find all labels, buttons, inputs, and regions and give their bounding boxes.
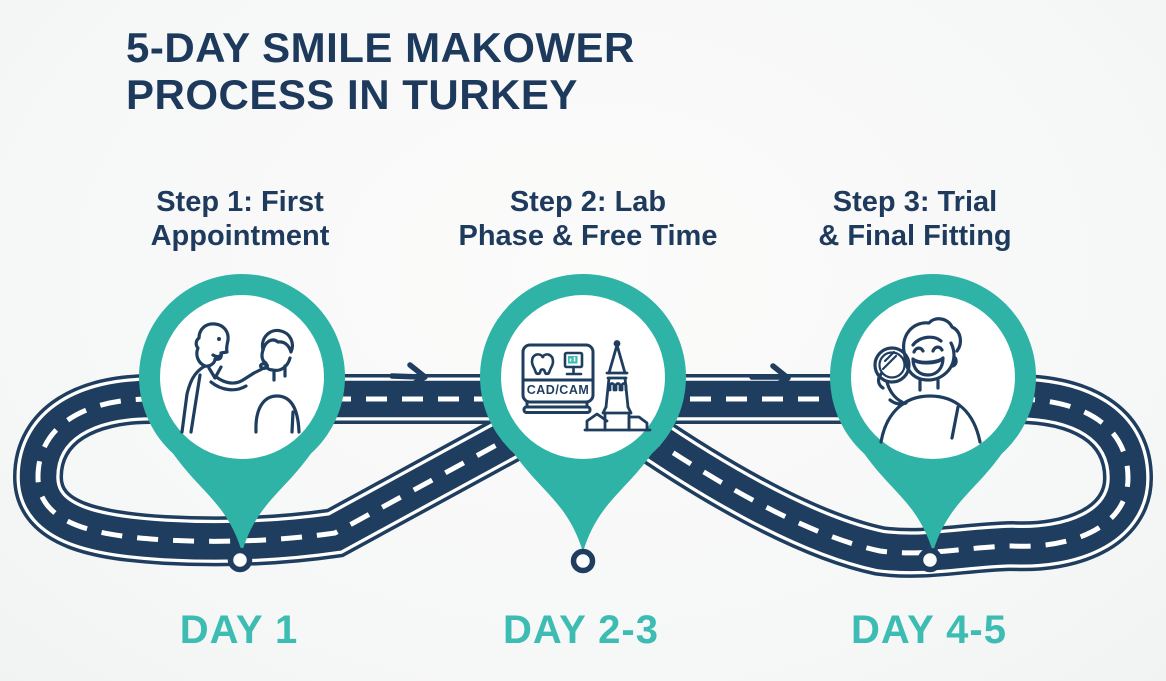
day-2-label: DAY 2-3 (503, 608, 659, 652)
page-title: 5-DAY SMILE MAKOWER PROCESS IN TURKEY (126, 24, 635, 118)
step-2-line-2: Phase & Free Time (458, 220, 718, 252)
step-1-line-2: Appointment (150, 220, 330, 252)
step-3-line-2: & Final Fitting (818, 220, 1012, 252)
cadcam-label: CAD/CAM (527, 383, 590, 397)
road-direction-arrow-left (389, 362, 428, 390)
step-1-line-1: Step 1: First (156, 186, 324, 218)
step-3-line-1: Step 3: Trial (832, 186, 998, 218)
hand-mirror (873, 346, 911, 384)
title-line-2: PROCESS IN TURKEY (126, 71, 578, 118)
pin-tip-marker-2 (570, 548, 596, 574)
day-1-label: DAY 1 (179, 608, 299, 652)
pin-tip-marker-3 (917, 547, 943, 573)
road-direction-arrow-right (749, 363, 791, 391)
step-2-line-1: Step 2: Lab (509, 186, 667, 218)
smiling-patient-mirror-icon (873, 317, 982, 444)
galata-tower (583, 340, 652, 432)
day-3-label: DAY 4-5 (851, 608, 1007, 652)
dentist-eye-dot (217, 337, 221, 341)
dentist-patient-exam-icon (180, 322, 301, 434)
step-1-label: Step 1: First Appointment (75, 185, 405, 253)
step-3-label: Step 3: Trial & Final Fitting (750, 185, 1080, 253)
step-2-label: Step 2: Lab Phase & Free Time (423, 185, 753, 253)
monitor-screen (568, 356, 578, 364)
title-line-1: 5-DAY SMILE MAKOWER (126, 24, 635, 71)
cadcam-machine-galata-tower-icon: CAD/CAM (521, 340, 652, 432)
pin-tip-marker-1 (227, 547, 253, 573)
